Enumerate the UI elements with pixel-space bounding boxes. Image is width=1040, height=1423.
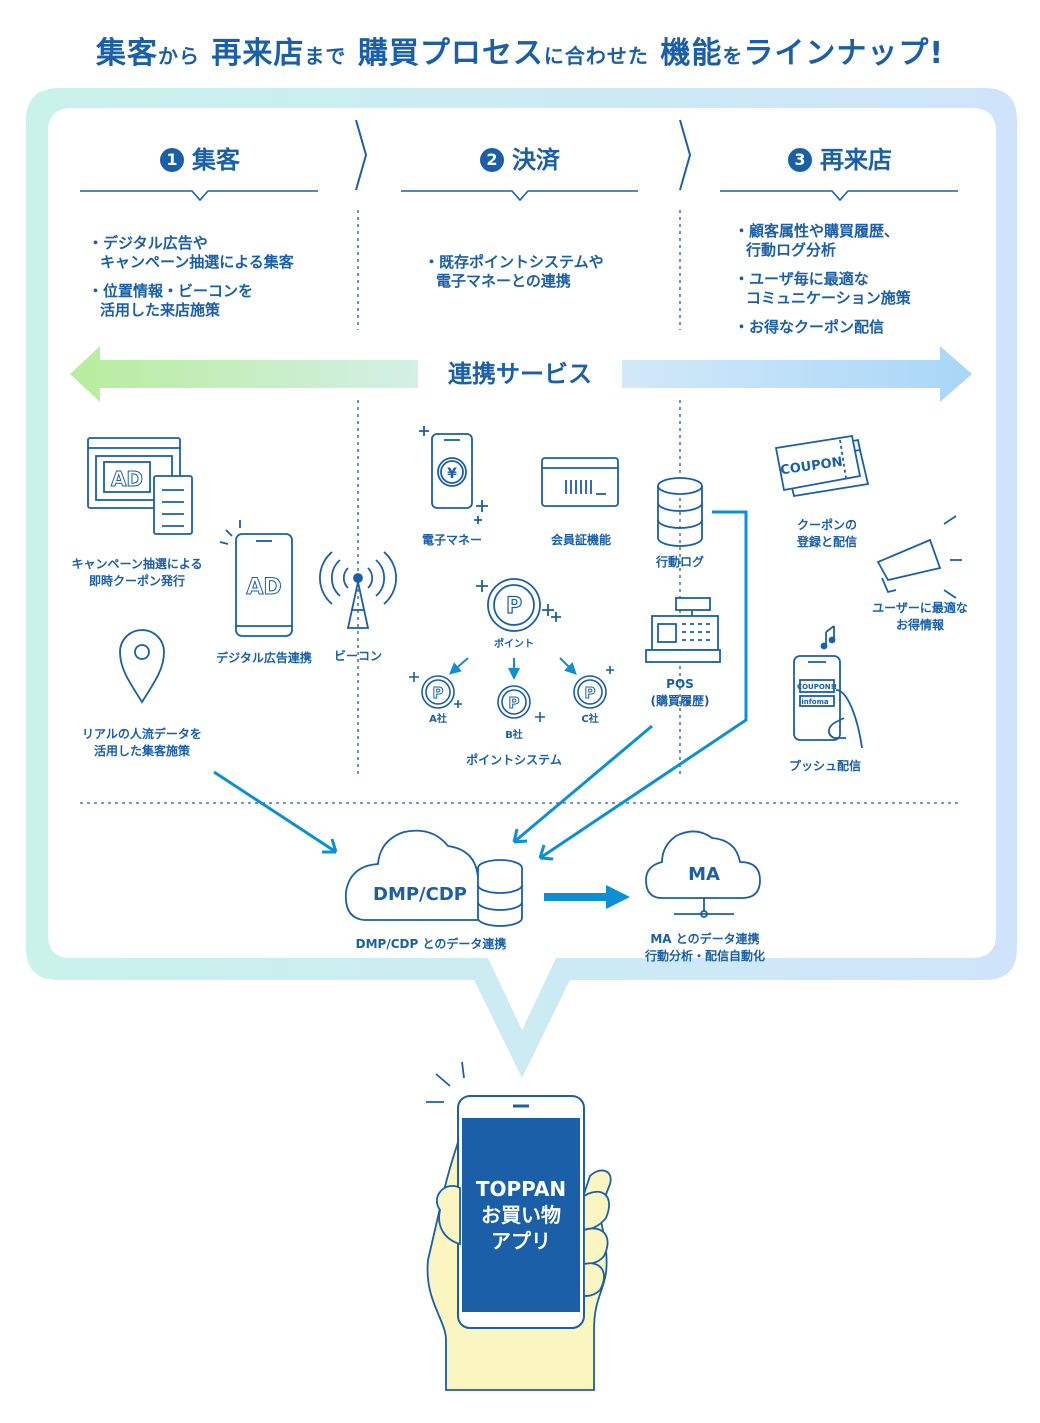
step-number: 2 bbox=[480, 148, 504, 172]
title-part: に合わせた bbox=[543, 44, 649, 68]
column-title: 再来店 bbox=[820, 146, 892, 174]
bullet-item: ・デジタル広告や キャンペーン抽選による集客 bbox=[88, 234, 294, 271]
ma-label: MA とのデータ連携 行動分析・配信自動化 bbox=[644, 932, 765, 963]
bullet-item: ・既存ポイントシステムや 電子マネーとの連携 bbox=[424, 253, 604, 290]
member-card-label: 会員証機能 bbox=[550, 533, 611, 547]
column-header-2: 2 決済 bbox=[400, 140, 640, 175]
title-part: を bbox=[722, 44, 744, 68]
bullet-list-1: ・デジタル広告や キャンペーン抽選による集客 ・位置情報・ビーコンを 活用した来… bbox=[84, 234, 354, 330]
coupon-label: クーポンの 登録と配信 bbox=[796, 518, 857, 549]
company-a-letter: P bbox=[433, 684, 444, 702]
step-number: 1 bbox=[160, 148, 184, 172]
title-part: まで bbox=[304, 44, 347, 68]
point-label: ポイント bbox=[494, 639, 534, 650]
title-part: 購買プロセス bbox=[357, 36, 544, 71]
bullet-text: お得なクーポン配信 bbox=[749, 318, 885, 336]
pos-label: POS (購買履歴) bbox=[650, 677, 710, 708]
dotted-separator bbox=[80, 210, 960, 804]
chevron-right-icon bbox=[679, 119, 692, 191]
digital-ad-label: デジタル広告連携 bbox=[216, 651, 312, 665]
title-part: ラインナップ! bbox=[743, 36, 945, 71]
title-part: 集客 bbox=[95, 36, 158, 71]
phone-shine-lines bbox=[426, 1061, 465, 1103]
chevron-right-icon bbox=[355, 119, 368, 191]
column-header-1: 1 集客 bbox=[80, 140, 320, 175]
fingers-illustration bbox=[436, 1185, 610, 1297]
beacon-label: ビーコン bbox=[333, 649, 382, 663]
smartphone-illustration bbox=[457, 1095, 585, 1329]
push-info-text: infoma bbox=[801, 698, 829, 706]
emoney-label: 電子マネー bbox=[421, 533, 482, 547]
point-flow-arrows bbox=[448, 657, 577, 680]
push-phone-icon bbox=[793, 625, 863, 749]
member-card-icon bbox=[541, 457, 619, 507]
real-flow-label: リアルの人流データを 活用した集客施策 bbox=[82, 727, 202, 758]
point-system-label: ポイントシステム bbox=[466, 753, 562, 767]
title-part: から bbox=[157, 44, 200, 68]
company-coin-icon bbox=[409, 666, 614, 722]
ad-window-icon bbox=[87, 437, 193, 535]
emoney-phone-icon bbox=[419, 426, 488, 524]
column-title: 決済 bbox=[512, 146, 560, 174]
ad-window-text: AD bbox=[111, 467, 143, 491]
bullet-item: ・ユーザ毎に最適な コミュニケーション施策 bbox=[734, 270, 911, 307]
bullet-text: 位置情報・ビーコンを 活用した来店施策 bbox=[100, 282, 254, 319]
dmp-cloud-text: DMP/CDP bbox=[373, 884, 467, 905]
coupon-ticket-icon bbox=[774, 434, 870, 498]
phone-app-name: TOPPAN お買い物 アプリ bbox=[475, 1177, 567, 1253]
megaphone-icon bbox=[876, 515, 962, 599]
speech-bubble-inner bbox=[48, 108, 996, 1030]
pos-register-icon bbox=[645, 597, 721, 663]
title-part: 機能 bbox=[660, 36, 723, 71]
point-coin-letter: P bbox=[506, 594, 522, 619]
services-label: 連携サービス bbox=[418, 356, 622, 392]
bullet-item: ・位置情報・ビーコンを 活用した来店施策 bbox=[88, 282, 254, 319]
bullet-text: ユーザ毎に最適な コミュニケーション施策 bbox=[746, 270, 911, 307]
step-number: 3 bbox=[788, 148, 812, 172]
bullet-list-2: ・既存ポイントシステムや 電子マネーとの連携 bbox=[420, 253, 670, 301]
bullet-item: ・お得なクーポン配信 bbox=[734, 318, 885, 336]
database-icon bbox=[657, 477, 703, 547]
page-title: 集客から 再来店まで 購買プロセスに合わせた 機能をラインナップ! bbox=[0, 28, 1040, 72]
bullet-text: 既存ポイントシステムや 電子マネーとの連携 bbox=[436, 253, 604, 290]
company-b-letter: P bbox=[509, 694, 520, 712]
beacon-icon bbox=[319, 551, 397, 629]
dmp-database-icon bbox=[477, 859, 523, 927]
bullet-text: デジタル広告や キャンペーン抽選による集客 bbox=[100, 234, 294, 271]
yen-symbol: ¥ bbox=[447, 466, 457, 482]
bullet-text: 顧客属性や購買履歴、 行動ログ分析 bbox=[746, 222, 900, 259]
ma-cloud-text: MA bbox=[688, 864, 720, 885]
behavior-log-label: 行動ログ bbox=[655, 555, 704, 569]
push-coupon-text: COUPON!! bbox=[797, 683, 837, 691]
bullet-item: ・顧客属性や購買履歴、 行動ログ分析 bbox=[734, 222, 900, 259]
campaign-label: キャンペーン抽選による 即時クーポン発行 bbox=[71, 557, 203, 588]
company-c-letter: P bbox=[585, 684, 596, 702]
data-flow-arrows bbox=[213, 510, 748, 861]
dmp-to-ma-arrow bbox=[544, 885, 630, 909]
dmp-label: DMP/CDP とのデータ連携 bbox=[355, 937, 507, 951]
ad-phone-icon bbox=[219, 520, 293, 637]
ma-cloud-icon bbox=[645, 830, 761, 918]
header-underline bbox=[80, 190, 958, 202]
best-info-label: ユーザーに最適な お得情報 bbox=[872, 601, 968, 632]
company-b-label: B社 bbox=[505, 728, 523, 741]
title-part: 再来店 bbox=[211, 36, 305, 71]
column-title: 集客 bbox=[192, 146, 240, 174]
ad-phone-text: AD bbox=[246, 575, 281, 600]
bullet-list-3: ・顧客属性や購買履歴、 行動ログ分析 ・ユーザ毎に最適な コミュニケーション施策… bbox=[730, 222, 990, 347]
column-header-3: 3 再来店 bbox=[720, 140, 960, 175]
point-coin-icon bbox=[476, 578, 561, 632]
location-pin-icon bbox=[119, 629, 165, 704]
push-label: プッシュ配信 bbox=[788, 759, 861, 773]
company-a-label: A社 bbox=[429, 712, 447, 725]
company-c-label: C社 bbox=[581, 712, 598, 725]
